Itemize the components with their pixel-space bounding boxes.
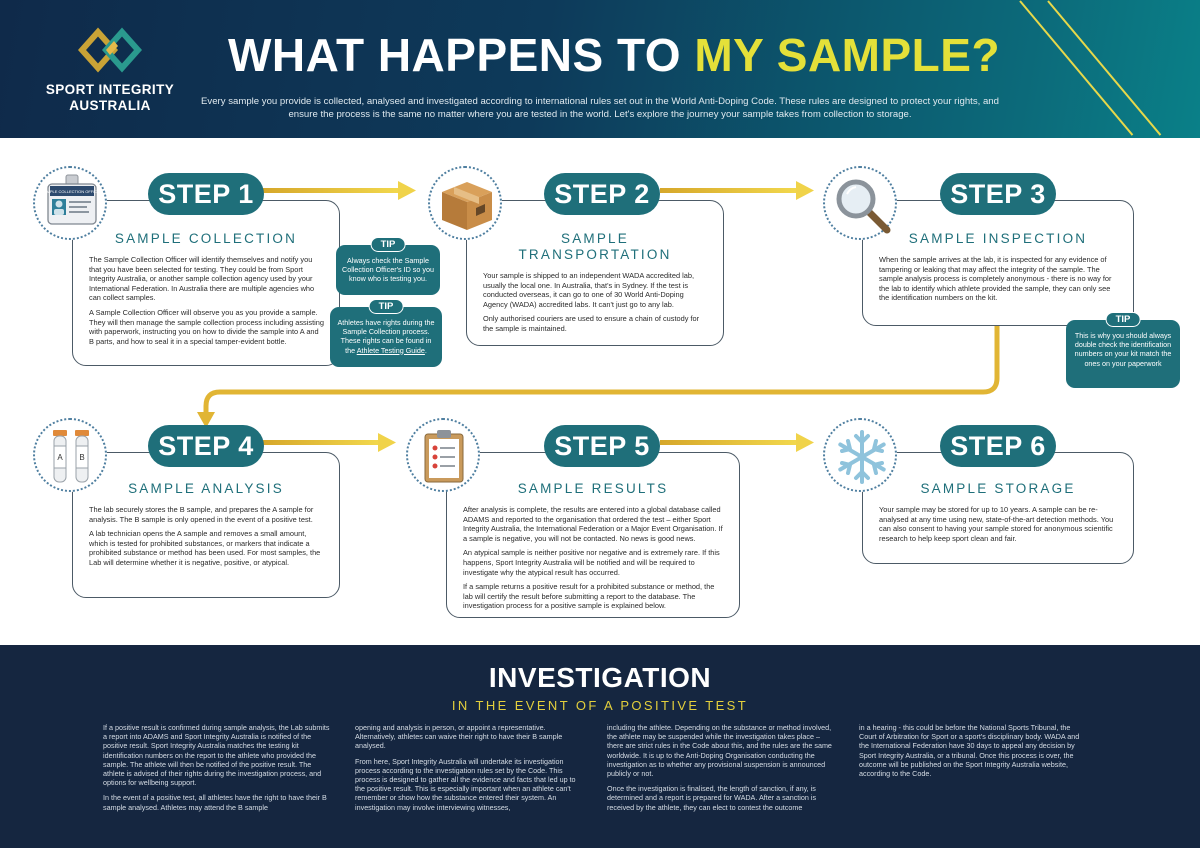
- step-1-body: The Sample Collection Officer will ident…: [89, 255, 325, 351]
- investigation-column-2: opening and analysis in person, or appoi…: [355, 723, 583, 818]
- step-5-icon-circle: [406, 418, 480, 492]
- step-2-heading-line-2: TRANSPORTATION: [518, 247, 672, 262]
- paragraph: After analysis is complete, the results …: [463, 505, 723, 543]
- step-6-card: SAMPLE STORAGE Your sample may be stored…: [862, 452, 1134, 564]
- paragraph: opening and analysis in person, or appoi…: [355, 723, 563, 751]
- intro-text: Every sample you provide is collected, a…: [201, 96, 999, 120]
- athlete-testing-guide-link[interactable]: Athlete Testing Guide: [356, 345, 425, 355]
- step-1-heading: SAMPLE COLLECTION: [114, 231, 298, 246]
- paragraph: Your sample may be stored for up to 10 y…: [879, 505, 1114, 543]
- clipboard-icon: [424, 430, 464, 483]
- step-2-heading-line-1: SAMPLE: [561, 231, 629, 246]
- step-4-heading: SAMPLE ANALYSIS: [128, 481, 284, 496]
- step-2-heading: SAMPLE TRANSPORTATION: [467, 231, 723, 263]
- paragraph: If a positive result is confirmed during…: [103, 723, 330, 788]
- step-3-heading: SAMPLE INSPECTION: [908, 231, 1088, 246]
- step-1-badge: STEP 1: [148, 173, 264, 215]
- title-part-1: WHAT HAPPENS TO: [228, 29, 695, 81]
- tip-2: TIP Athletes have rights during the Samp…: [330, 299, 442, 367]
- arrow-step1-to-step2: [262, 181, 416, 200]
- step-6-badge: STEP 6: [940, 425, 1056, 467]
- paragraph: Your sample is shipped to an independent…: [483, 271, 695, 309]
- paragraph: The lab securely stores the B sample, an…: [89, 505, 314, 524]
- step-4-card: SAMPLE ANALYSIS The lab securely stores …: [72, 452, 340, 598]
- step-4-icon-circle: A B: [33, 418, 107, 492]
- logo-text: SPORT INTEGRITY AUSTRALIA: [36, 82, 184, 114]
- snowflake-icon: [838, 430, 886, 484]
- step-5-badge: STEP 5: [544, 425, 660, 467]
- page-title: WHAT HAPPENS TO MY SAMPLE?: [228, 28, 1000, 82]
- id-card-text: SAMPLE COLLECTION OFFICER: [41, 189, 103, 194]
- step-4-badge: STEP 4: [148, 425, 264, 467]
- magnifier-icon: [836, 179, 891, 234]
- paragraph: A lab technician opens the A sample and …: [89, 529, 321, 567]
- investigation-column-4: in a hearing - this could be before the …: [859, 723, 1087, 784]
- investigation-column-3: including the athlete. Depending on the …: [607, 723, 835, 818]
- title-part-2: MY SAMPLE?: [694, 29, 1001, 81]
- step-3-body: When the sample arrives at the lab, it i…: [879, 255, 1119, 308]
- step-4-body: The lab securely stores the B sample, an…: [89, 505, 325, 573]
- step-6-body: Your sample may be stored for up to 10 y…: [879, 505, 1119, 548]
- tip-text: Always check the Sample Collection Offic…: [342, 256, 434, 284]
- investigation-column-1: If a positive result is confirmed during…: [103, 723, 331, 818]
- tip-text-tail: .: [424, 345, 427, 355]
- tip-text: Athletes have rights during the Sample C…: [337, 318, 435, 355]
- step-5-card: SAMPLE RESULTS After analysis is complet…: [446, 452, 740, 618]
- investigation-subtitle: IN THE EVENT OF A POSITIVE TEST: [451, 698, 749, 713]
- paragraph: including the athlete. Depending on the …: [607, 723, 832, 779]
- paragraph: From here, Sport Integrity Australia wil…: [355, 756, 576, 812]
- step-3-icon-circle: [823, 166, 897, 240]
- investigation-section: INVESTIGATION IN THE EVENT OF A POSITIVE…: [0, 645, 1200, 848]
- step-1-card: SAMPLE COLLECTION The Sample Collection …: [72, 200, 340, 366]
- paragraph: In the event of a positive test, all ath…: [103, 793, 327, 812]
- arrow-step2-to-step3: [660, 181, 814, 200]
- step-6-heading: SAMPLE STORAGE: [920, 481, 1076, 496]
- paragraph: The Sample Collection Officer will ident…: [89, 255, 315, 303]
- tip-label: TIP: [1105, 312, 1141, 327]
- logo: SPORT INTEGRITY AUSTRALIA: [36, 24, 184, 124]
- box-icon: [442, 182, 492, 230]
- header-banner: SPORT INTEGRITY AUSTRALIA WHAT HAPPENS T…: [0, 0, 1200, 138]
- id-card-icon: SAMPLE COLLECTION OFFICER: [41, 174, 103, 225]
- paragraph: Once the investigation is finalised, the…: [607, 784, 817, 812]
- step-5-body: After analysis is complete, the results …: [463, 505, 725, 616]
- step-2-icon-circle: [428, 166, 502, 240]
- tip-3: TIP This is why you should always double…: [1066, 312, 1180, 388]
- step-2-card: SAMPLE TRANSPORTATION Your sample is shi…: [466, 200, 724, 346]
- tube-label-a: A: [57, 453, 63, 462]
- tip-1: TIP Always check the Sample Collection O…: [336, 237, 440, 295]
- test-tubes-icon: A B: [53, 430, 89, 483]
- step-2-badge: STEP 2: [544, 173, 660, 215]
- tube-label-b: B: [79, 453, 84, 462]
- arrow-step5-to-step6: [660, 433, 814, 452]
- paragraph: When the sample arrives at the lab, it i…: [879, 255, 1112, 303]
- tip-label: TIP: [368, 299, 404, 314]
- arrow-step4-to-step5: [262, 433, 396, 452]
- logo-line-1: SPORT INTEGRITY: [45, 82, 175, 97]
- paragraph: If a sample returns a positive result fo…: [463, 582, 715, 611]
- investigation-title: INVESTIGATION: [488, 662, 712, 693]
- paragraph: A Sample Collection Officer will observe…: [89, 307, 324, 346]
- paragraph: An atypical sample is neither positive n…: [463, 548, 720, 577]
- step-3-badge: STEP 3: [940, 173, 1056, 215]
- tip-text: This is why you should always double che…: [1074, 331, 1172, 368]
- tip-label: TIP: [370, 237, 406, 252]
- step-5-heading: SAMPLE RESULTS: [517, 481, 669, 496]
- logo-line-2: AUSTRALIA: [69, 98, 151, 113]
- paragraph: in a hearing - this could be before the …: [859, 723, 1080, 779]
- step-1-icon-circle: SAMPLE COLLECTION OFFICER: [33, 166, 107, 240]
- step-3-card: SAMPLE INSPECTION When the sample arrive…: [862, 200, 1134, 326]
- paragraph: Only authorised couriers are used to ens…: [483, 314, 700, 333]
- arrow-step3-to-step4: [197, 320, 1000, 428]
- step-2-body: Your sample is shipped to an independent…: [483, 271, 709, 339]
- logo-mark-icon: [78, 27, 142, 73]
- step-6-icon-circle: [823, 418, 897, 492]
